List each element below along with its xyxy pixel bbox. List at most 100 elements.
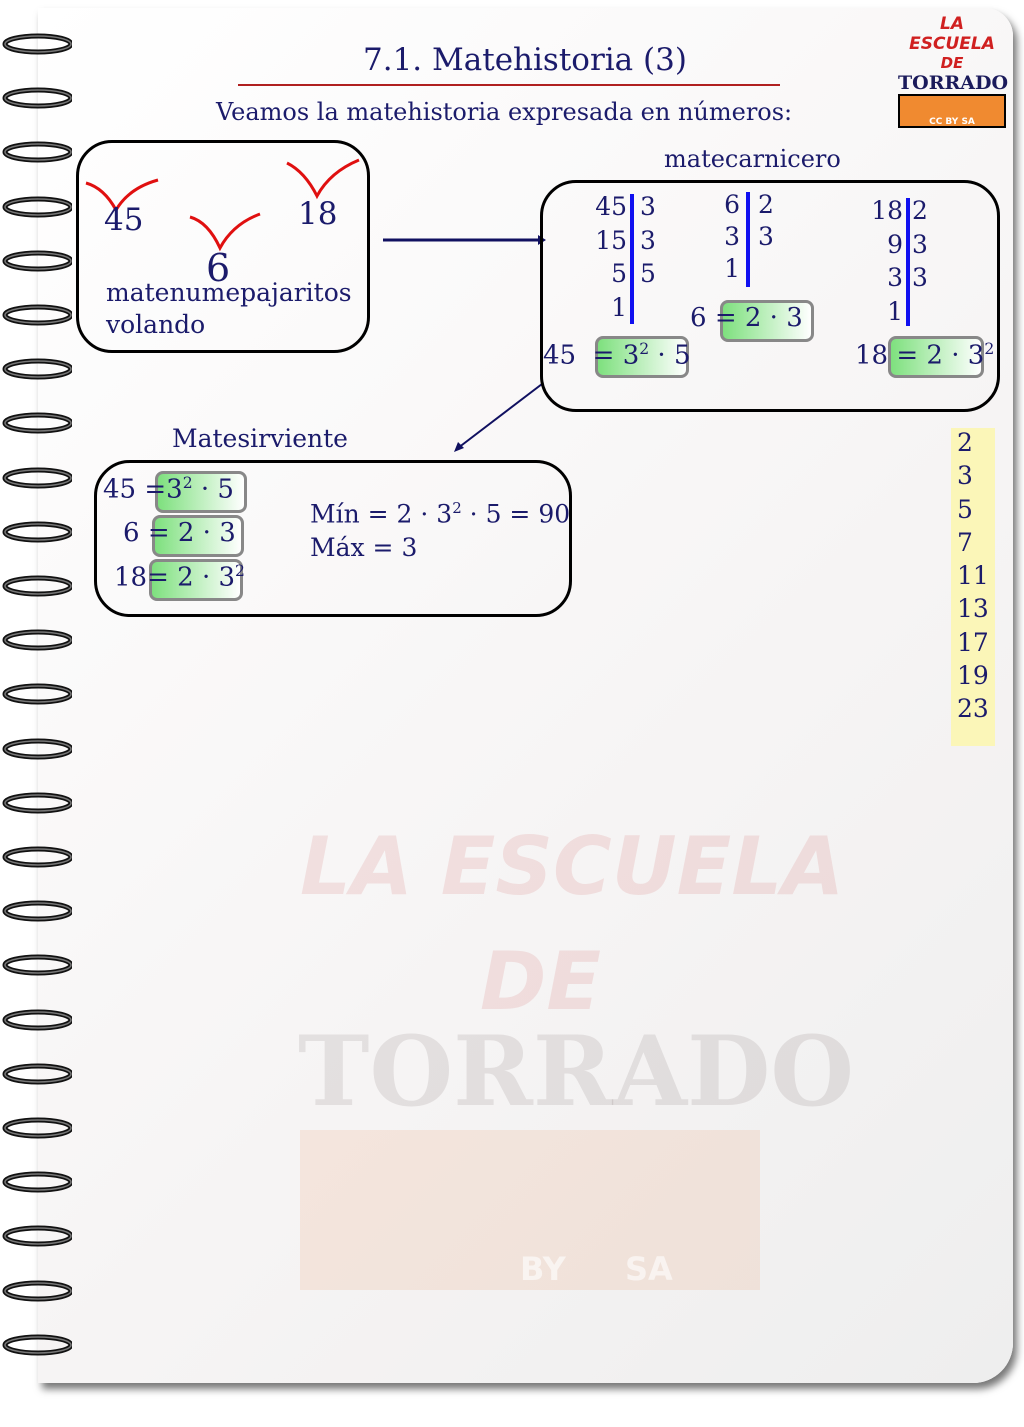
logo-line2: DE: [940, 54, 964, 72]
spiral-ring-icon: [2, 1334, 72, 1356]
prime-number: 13: [957, 594, 989, 624]
spiral-ring-icon: [2, 1117, 72, 1139]
arrow-right-icon: [383, 235, 546, 245]
divisor: 3: [758, 222, 774, 251]
prime-number: 2: [957, 428, 973, 457]
watermark-cc-badge: BY SA: [300, 1130, 760, 1290]
spiral-ring-icon: [2, 196, 72, 218]
spiral-ring-icon: [2, 412, 72, 434]
watermark-de: DE: [480, 935, 602, 1028]
watermark-torrado: TORRADO: [298, 1015, 854, 1128]
dividend: 15: [595, 225, 627, 255]
waiter-box: [94, 460, 572, 617]
gcd-lcm-max: Máx = 3: [310, 533, 418, 562]
watermark-by: BY: [520, 1250, 566, 1288]
dividend: 3: [887, 263, 903, 292]
divisor: 3: [640, 225, 656, 255]
prime-number: 19: [957, 661, 989, 691]
logo-line3: TORRADO: [898, 72, 1009, 94]
spiral-ring-icon: [2, 304, 72, 326]
spiral-ring-icon: [2, 792, 72, 814]
butcher-label: matecarnicero: [664, 145, 841, 173]
highlight: [720, 300, 814, 342]
page-title: 7.1. Matehistoria (3): [363, 42, 687, 78]
spiral-ring-icon: [2, 521, 72, 543]
result-18: 18 = 2 · 32: [855, 340, 995, 371]
highlight: [155, 471, 247, 513]
divisor: 2: [912, 196, 928, 225]
dividend: 1: [611, 292, 627, 322]
highlight: [888, 336, 984, 378]
prime-number: 11: [957, 561, 989, 591]
prime-number: 3: [957, 461, 973, 491]
highlight: [149, 559, 243, 601]
notebook-page: [38, 8, 1013, 1383]
watermark-sa: SA: [625, 1250, 673, 1288]
spiral-ring-icon: [2, 250, 72, 272]
spiral-ring-icon: [2, 358, 72, 380]
title-underline: [238, 84, 780, 86]
spiral-ring-icon: [2, 900, 72, 922]
birds-caption-2: volando: [106, 310, 206, 339]
spiral-ring-icon: [2, 575, 72, 597]
check-icon: [85, 178, 159, 214]
spiral-ring-icon: [2, 467, 72, 489]
dividend: 9: [887, 229, 903, 259]
dividend: 45: [595, 192, 627, 221]
check-icon: [189, 212, 261, 252]
spiral-ring-icon: [2, 33, 72, 55]
highlight: [595, 336, 689, 378]
divisor: 3: [912, 263, 928, 292]
spiral-ring-icon: [2, 1280, 72, 1302]
bird-number-18: 18: [298, 196, 338, 232]
waiter-row-6: 6 = 2 · 3: [123, 518, 236, 548]
birds-box: [76, 140, 370, 353]
spiral-ring-icon: [2, 683, 72, 705]
prime-number: 5: [957, 494, 973, 524]
dividend: 18: [871, 196, 903, 225]
spiral-ring-icon: [2, 1171, 72, 1193]
divisor: 3: [912, 229, 928, 259]
logo: LA ESCUELA DE TORRADO CC BY SA: [898, 14, 1009, 128]
divisor: 3: [640, 192, 656, 221]
license-text: CC BY SA: [929, 117, 975, 127]
spiral-ring-icon: [2, 629, 72, 651]
spiral-ring-icon: [2, 1225, 72, 1247]
gcd-lcm-min: Mín = 2 · 32 · 5 = 90: [310, 499, 571, 529]
arrow-down-left-icon: [454, 383, 543, 452]
result-6: 6 = 2 · 3: [690, 303, 803, 333]
dividend: 6: [724, 190, 740, 219]
logo-line1: LA ESCUELA: [909, 14, 995, 54]
birds-caption: matenumepajaritos: [106, 278, 352, 307]
prime-number: 17: [957, 627, 989, 657]
watermark: LA ESCUELA: [300, 820, 845, 913]
division-bar: [746, 192, 750, 287]
spiral-ring-icon: [2, 141, 72, 163]
dividend: 5: [611, 259, 627, 288]
division-bar: [906, 198, 910, 326]
spiral-ring-icon: [2, 738, 72, 760]
waiter-label: Matesirviente: [172, 424, 348, 453]
butcher-box: [540, 180, 1000, 412]
dividend: 3: [724, 222, 740, 251]
spiral-ring-icon: [2, 846, 72, 868]
spiral-ring-icon: [2, 87, 72, 109]
prime-number: 23: [957, 694, 989, 724]
cc-license-badge: CC BY SA: [898, 94, 1006, 128]
waiter-row-45: 45 =32 · 5: [103, 474, 234, 505]
spiral-ring-icon: [2, 954, 72, 976]
check-icon: [286, 158, 360, 200]
division-bar: [630, 194, 634, 324]
dividend: 1: [724, 254, 740, 283]
bird-number-45: 45: [104, 202, 144, 238]
bird-number-6: 6: [206, 246, 231, 290]
spiral-ring-icon: [2, 1009, 72, 1031]
divisor: 2: [758, 190, 774, 219]
highlight: [152, 515, 244, 557]
divisor: 5: [640, 259, 656, 288]
dividend: 1: [887, 296, 903, 326]
waiter-row-18: 18= 2 · 32: [114, 562, 245, 593]
subtitle: Veamos la matehistoria expresada en núme…: [216, 98, 793, 126]
result-45: 45 = 32 · 5: [543, 340, 691, 371]
